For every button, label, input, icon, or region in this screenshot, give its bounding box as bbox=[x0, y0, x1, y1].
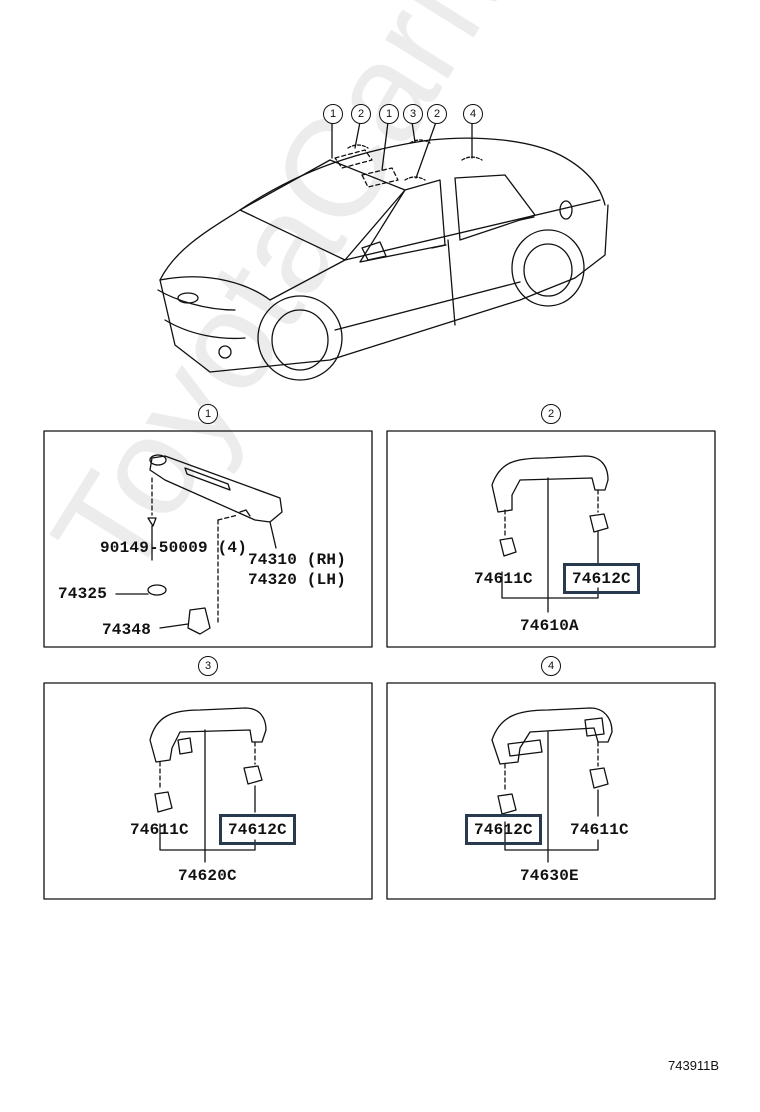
panel-1-marker: 1 bbox=[198, 404, 218, 424]
part-74320-lh: 74320 (LH) bbox=[248, 571, 347, 589]
panel-1-drawing bbox=[115, 454, 283, 635]
part-74620c: 74620C bbox=[178, 867, 237, 885]
callout-4: 4 bbox=[463, 104, 483, 124]
part-74612c-highlighted: 74612C bbox=[563, 563, 640, 594]
callout-3: 3 bbox=[403, 104, 423, 124]
callout-2: 2 bbox=[351, 104, 371, 124]
panel-4-marker: 4 bbox=[541, 656, 561, 676]
panel-1-frame bbox=[43, 430, 373, 648]
figure-id: 743911B bbox=[668, 1058, 720, 1073]
panel-3-frame bbox=[43, 682, 373, 900]
part-74611c: 74611C bbox=[570, 821, 629, 839]
part-74611c: 74611C bbox=[130, 821, 189, 839]
part-74325: 74325 bbox=[58, 585, 108, 603]
panel-3-marker: 3 bbox=[198, 656, 218, 676]
panel-2-marker: 2 bbox=[541, 404, 561, 424]
panel-2-frame bbox=[386, 430, 716, 648]
car-illustration bbox=[157, 121, 609, 381]
panel-4-frame bbox=[386, 682, 716, 900]
part-74310-rh: 74310 (RH) bbox=[248, 551, 347, 569]
panel-3-drawing bbox=[149, 707, 267, 863]
part-74611c: 74611C bbox=[474, 570, 533, 588]
part-74348: 74348 bbox=[102, 621, 152, 639]
callout-2b: 2 bbox=[427, 104, 447, 124]
part-74610a: 74610A bbox=[520, 617, 579, 635]
part-90149-50009: 90149-50009 (4) bbox=[100, 539, 248, 557]
callout-1b: 1 bbox=[379, 104, 399, 124]
part-74612c-highlighted: 74612C bbox=[219, 814, 296, 845]
panel-2-drawing bbox=[491, 455, 609, 613]
panel-4-drawing bbox=[491, 707, 613, 863]
part-74630e: 74630E bbox=[520, 867, 579, 885]
part-74612c-highlighted: 74612C bbox=[465, 814, 542, 845]
callout-1: 1 bbox=[323, 104, 343, 124]
